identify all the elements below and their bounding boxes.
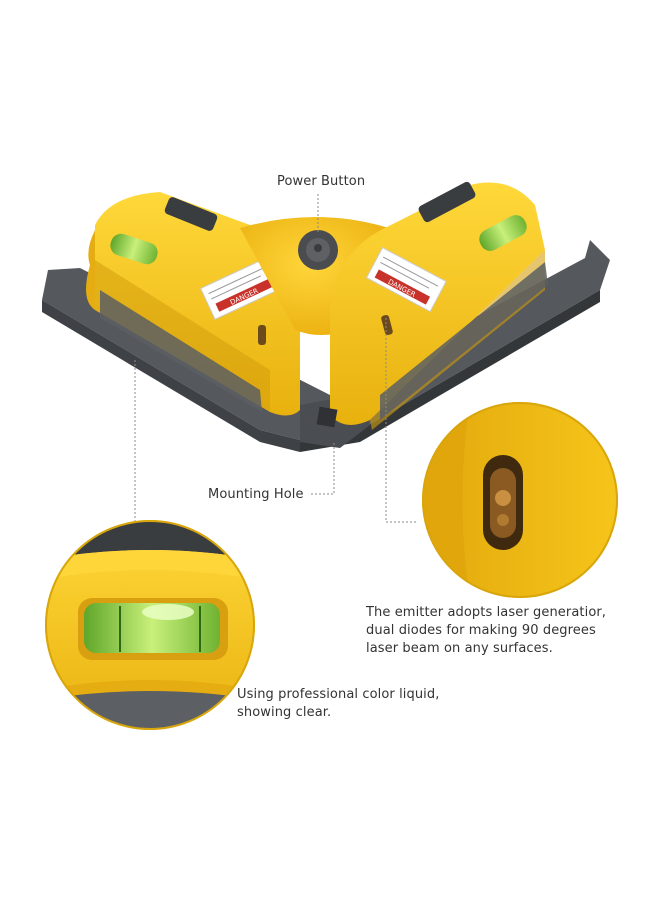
emitter-description: The emitter adopts laser generatior, dua… [366, 604, 606, 658]
emitter-line-3: laser beam on any surfaces. [366, 641, 553, 656]
emitter-zoom-circle [422, 402, 618, 598]
power-button-label: Power Button [277, 174, 366, 189]
liquid-line-1: Using professional color liquid, [237, 687, 440, 702]
bubble-vial-icon-right [479, 215, 527, 251]
warning-sticker-left: DANGER [200, 257, 281, 320]
leader-lines [134, 194, 418, 524]
emitter-line-1: The emitter adopts laser generatior, [366, 605, 607, 620]
emitter-line-2: dual diodes for making 90 degrees [366, 623, 596, 638]
mounting-hole-icon [316, 406, 338, 428]
liquid-description: Using professional color liquid, showing… [237, 686, 439, 722]
vial-zoom-circle [45, 520, 255, 730]
left-arm: DANGER [86, 192, 300, 416]
right-arm: DANGER [330, 181, 548, 430]
warning-sticker-right: DANGER [365, 246, 447, 313]
liquid-line-2: showing clear. [237, 705, 332, 720]
mounting-hole-label: Mounting Hole [208, 487, 304, 502]
bubble-vial-icon [110, 233, 158, 265]
